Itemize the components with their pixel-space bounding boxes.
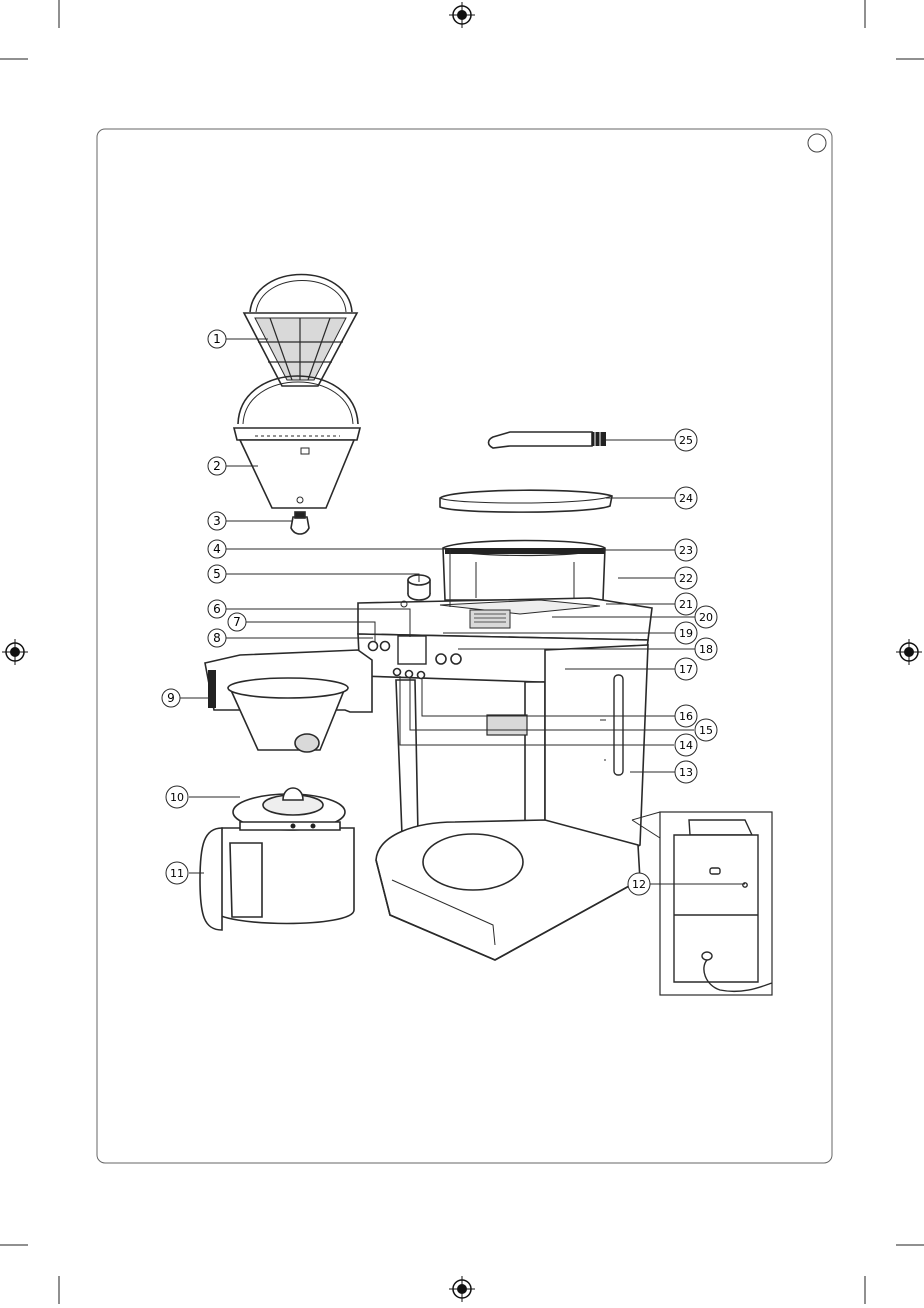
callout-labels: 1 2 3 4 5 6 7 8 9 10 11 12 13 14 15 16 1…	[161, 329, 718, 896]
callout-12: 12	[627, 872, 651, 896]
back-view	[631, 811, 773, 992]
coffee-machine	[357, 539, 653, 961]
callout-2-text: 2	[213, 459, 221, 473]
callout-24-text: 24	[679, 492, 693, 505]
callout-22: 22	[674, 566, 698, 590]
callout-4: 4	[207, 539, 227, 559]
callout-10: 10	[165, 785, 189, 809]
callout-6: 6	[207, 599, 227, 619]
callout-7: 7	[227, 612, 247, 632]
filter-holder	[232, 375, 362, 509]
callout-8: 8	[207, 628, 227, 648]
callout-13-text: 13	[679, 766, 693, 779]
callout-1: 1	[207, 329, 227, 349]
callout-2: 2	[207, 456, 227, 476]
drip-stop	[290, 511, 310, 535]
callout-23: 23	[674, 538, 698, 562]
callout-1-text: 1	[213, 332, 221, 346]
registration-mark-icon	[2, 639, 28, 665]
callout-13: 13	[674, 760, 698, 784]
callout-20-text: 20	[699, 611, 713, 624]
callout-24: 24	[674, 486, 698, 510]
registration-mark-icon	[449, 2, 475, 28]
callout-18-text: 18	[699, 643, 713, 656]
callout-3-text: 3	[213, 514, 221, 528]
callout-19-text: 19	[679, 627, 693, 640]
page-frame	[96, 128, 833, 1164]
callout-17-text: 17	[679, 663, 693, 676]
callout-16-text: 16	[679, 710, 693, 723]
callout-7-text: 7	[233, 615, 241, 629]
registration-mark-icon	[896, 639, 922, 665]
callout-6-text: 6	[213, 602, 221, 616]
callout-15-text: 15	[699, 724, 713, 737]
callout-23-text: 23	[679, 544, 693, 557]
callout-5-text: 5	[213, 567, 221, 581]
callout-22-text: 22	[679, 572, 693, 585]
callout-19: 19	[674, 621, 698, 645]
callout-16: 16	[674, 704, 698, 728]
cleaning-brush	[487, 431, 606, 449]
callout-5: 5	[207, 564, 227, 584]
leader-lines	[180, 338, 745, 885]
registration-mark-icon	[449, 1276, 475, 1302]
callout-21: 21	[674, 592, 698, 616]
callout-4-text: 4	[213, 542, 221, 556]
callout-9-text: 9	[167, 691, 175, 705]
callout-8-text: 8	[213, 631, 221, 645]
bean-container-lid	[439, 489, 613, 513]
thermal-jug	[199, 787, 355, 931]
callout-14: 14	[674, 733, 698, 757]
callout-11: 11	[165, 861, 189, 885]
callout-9: 9	[161, 688, 181, 708]
callout-3: 3	[207, 511, 227, 531]
callout-10-text: 10	[170, 791, 184, 804]
callout-18: 18	[694, 637, 718, 661]
callout-11-text: 11	[170, 867, 184, 880]
corner-circle	[807, 133, 827, 153]
callout-25: 25	[674, 428, 698, 452]
permanent-filter	[242, 273, 359, 387]
filter-holder-swing	[204, 649, 373, 753]
callout-25-text: 25	[679, 434, 693, 447]
callout-12-text: 12	[632, 878, 646, 891]
callout-17: 17	[674, 657, 698, 681]
callout-14-text: 14	[679, 739, 693, 752]
callout-21-text: 21	[679, 598, 693, 611]
callout-20: 20	[694, 605, 718, 629]
callout-15: 15	[694, 718, 718, 742]
